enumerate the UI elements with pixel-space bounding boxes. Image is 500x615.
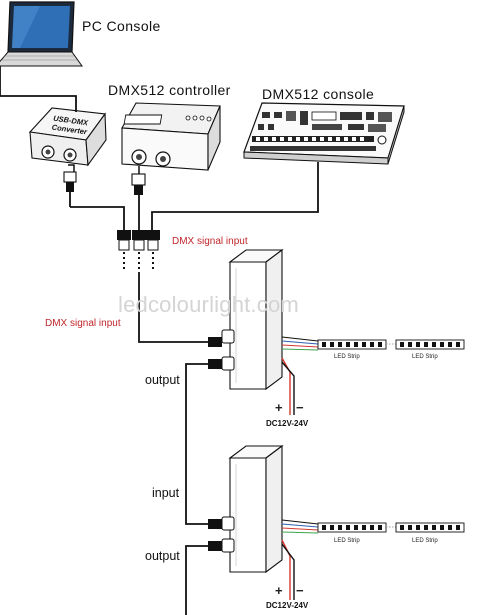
usb-dmx-converter-icon [28,107,107,167]
led-strip-label: LED Strip [334,354,360,360]
output-plug-2 [208,541,222,551]
power-label-2: DC12V-24V [266,601,309,610]
rgb-wires-1 [281,336,319,351]
dmx512-console-label: DMX512 console [262,86,375,102]
cable-console [151,162,319,230]
led-strip-label: LED Strip [412,538,438,544]
watermark: ledcolourlight.com [118,292,299,317]
input-label-2: input [152,486,180,500]
dmx512-controller-label: DMX512 controller [108,82,231,98]
dmx-signal-input-top-label: DMX signal input [172,236,248,247]
led-strip-2-icon [317,522,465,533]
controller-xlr-plug-icon [131,166,146,215]
power-positive-2 [281,539,291,600]
minus-sign: − [296,583,304,598]
dmx-decoder-2-icon [221,444,284,574]
power-negative-2 [281,543,295,600]
plus-sign: + [275,583,283,598]
pc-console-label: PC Console [82,18,161,34]
plus-sign: + [275,400,283,415]
laptop-icon [0,1,83,67]
output-plug-1 [208,359,222,369]
usb-cable [0,66,77,112]
dmx512-console-icon [243,102,405,165]
converter-xlr-plug-icon [63,164,77,207]
rgb-wires-2 [281,519,319,534]
dmx512-controller-icon [121,102,221,171]
input-plug-1 [208,337,222,347]
input-cable-1 [138,272,210,343]
power-negative-1 [281,361,295,415]
output-label-1: output [145,373,180,387]
input-plug-2 [208,519,222,529]
led-strip-1-icon [317,339,465,350]
dmx-signal-connectors-icon [117,230,160,272]
cable-converter [70,206,125,230]
minus-sign: − [296,400,304,415]
power-label-1: DC12V-24V [266,419,309,428]
dmx-decoder-1-icon [221,248,284,391]
link-cable [185,363,210,525]
output-label-2: output [145,549,180,563]
dmx-signal-input-left-label: DMX signal input [45,318,121,329]
led-strip-label: LED Strip [412,354,438,360]
led-strip-label: LED Strip [334,538,360,544]
output-cable-2 [185,545,208,615]
